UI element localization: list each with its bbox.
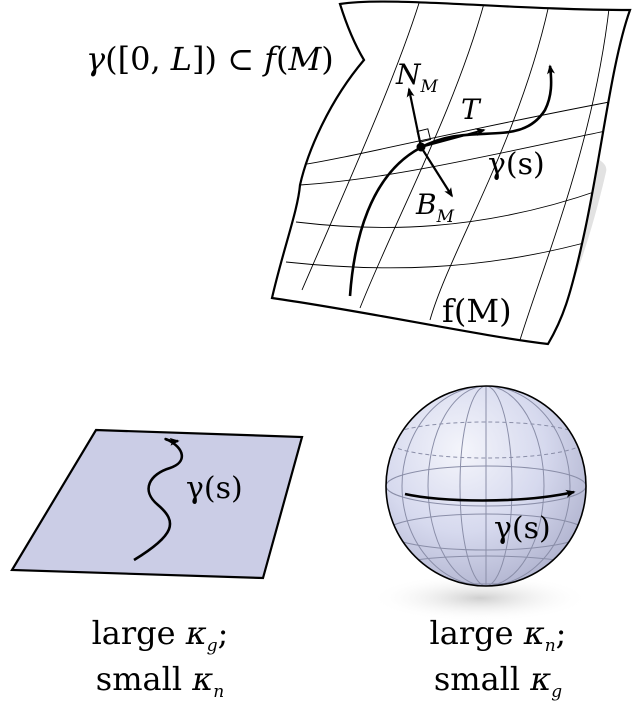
- sphere-panel: γ(s) large κn; small κg: [370, 385, 590, 702]
- sphere-caption-line2: small κg: [434, 660, 562, 702]
- sphere-curve-label: γ(s): [494, 511, 551, 546]
- sphere-curve: [404, 489, 576, 502]
- tangent-vector-arrow: [420, 128, 486, 149]
- sphere-outline: [385, 385, 587, 587]
- tangent-label: T: [461, 93, 482, 126]
- surface-curve-label: γ(s): [488, 147, 545, 182]
- surface-outline: [270, 0, 632, 346]
- normal-label: NM: [395, 58, 439, 97]
- binormal-label: BM: [415, 188, 455, 227]
- sphere-grid: [386, 386, 586, 586]
- binormal-vector-arrow: [420, 146, 453, 198]
- surface-label: f(M): [442, 292, 512, 330]
- containment-label: γ([0, L]) ⊂ f(M): [86, 40, 334, 78]
- normal-vector-arrow: [406, 87, 423, 148]
- plane-caption-line1: large κg;: [92, 614, 229, 656]
- plane-caption-line2: small κn: [96, 660, 224, 702]
- sphere-caption-line1: large κn;: [430, 614, 567, 656]
- plane-curve-label: γ(s): [186, 471, 243, 506]
- plane-curve: [133, 437, 184, 562]
- surface-panel: γ([0, L]) ⊂ f(M) NM T BM γ(s) f(M): [86, 0, 632, 346]
- sphere-shadow: [370, 574, 590, 622]
- plane-panel: γ(s) large κg; small κn: [10, 428, 304, 702]
